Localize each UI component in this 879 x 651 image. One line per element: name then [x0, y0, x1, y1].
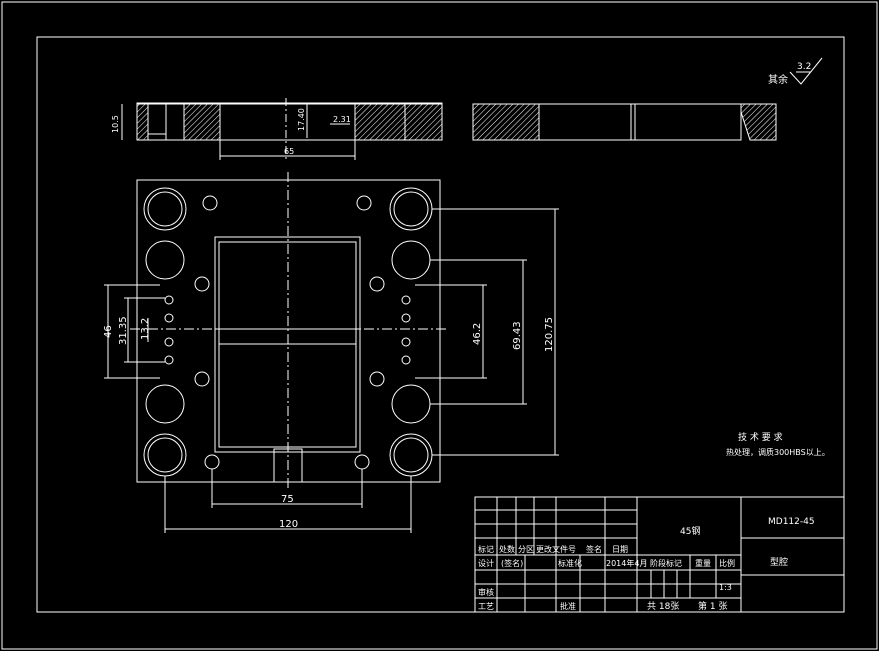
dim-width-65: 65 [284, 147, 294, 156]
drawing-number: MD112-45 [768, 517, 815, 527]
plan-view: 46 31.35 13.2 46.2 69.43 120.75 75 120 [103, 172, 559, 533]
part-name: 型腔 [770, 556, 788, 568]
stage-label: 阶段标记 [650, 558, 682, 568]
tech-line1: 热处理，调质300HBS以上。 [726, 447, 830, 457]
drawing-border [36, 36, 845, 613]
title-block: 45钢 MD112-45 型腔 标记 处数 分区 更改文件号 签名 日期 设计 … [474, 496, 845, 613]
header-change-doc: 更改文件号 [536, 544, 576, 554]
dim-31-35: 31.35 [118, 316, 129, 345]
dim-69-43: 69.43 [512, 321, 523, 350]
scale-label: 比例 [719, 558, 735, 568]
dim-46: 46 [103, 325, 114, 338]
approve-label: 批准 [560, 601, 576, 611]
roughness-symbol: 其余 3.2 [768, 57, 823, 86]
dim-120: 120 [279, 519, 298, 530]
dim-120-75: 120.75 [544, 317, 555, 352]
tech-title: 技 术 要 求 [738, 431, 783, 443]
roughness-value: 3.2 [797, 62, 811, 72]
date-value: 2014年4月 [606, 558, 647, 568]
review-label: 审核 [478, 587, 494, 597]
dim-75: 75 [281, 494, 294, 505]
technical-requirements: 技 术 要 求 热处理，调质300HBS以上。 [726, 431, 830, 457]
material: 45钢 [680, 525, 700, 537]
header-count: 处数 [499, 544, 515, 554]
section-view-left: 10.5 17.40 2.31 65 [111, 98, 443, 160]
header-mark: 标记 [478, 544, 494, 554]
sheets-total: 共 18张 [647, 601, 679, 612]
screw-holes [164, 195, 411, 470]
weight-label: 重量 [695, 558, 711, 568]
dim-13-2: 13.2 [140, 318, 151, 340]
sheet-number: 第 1 张 [698, 600, 727, 612]
header-zone: 分区 [518, 545, 534, 554]
header-sign: 签名 [586, 544, 602, 554]
dim-46-2: 46.2 [472, 323, 483, 345]
process-label: 工艺 [478, 602, 494, 611]
standard-label: 标准化 [558, 558, 582, 568]
design-label: 设计 [478, 558, 494, 568]
dim-step-2-31: 2.31 [333, 115, 351, 124]
design-value: (签名) [501, 558, 523, 568]
dim-height-10-5: 10.5 [111, 115, 120, 133]
roughness-prefix: 其余 [768, 73, 788, 86]
scale-value: 1:3 [719, 583, 732, 592]
section-view-right [472, 103, 777, 141]
header-date: 日期 [612, 545, 628, 554]
dim-depth-17-40: 17.40 [297, 108, 306, 131]
